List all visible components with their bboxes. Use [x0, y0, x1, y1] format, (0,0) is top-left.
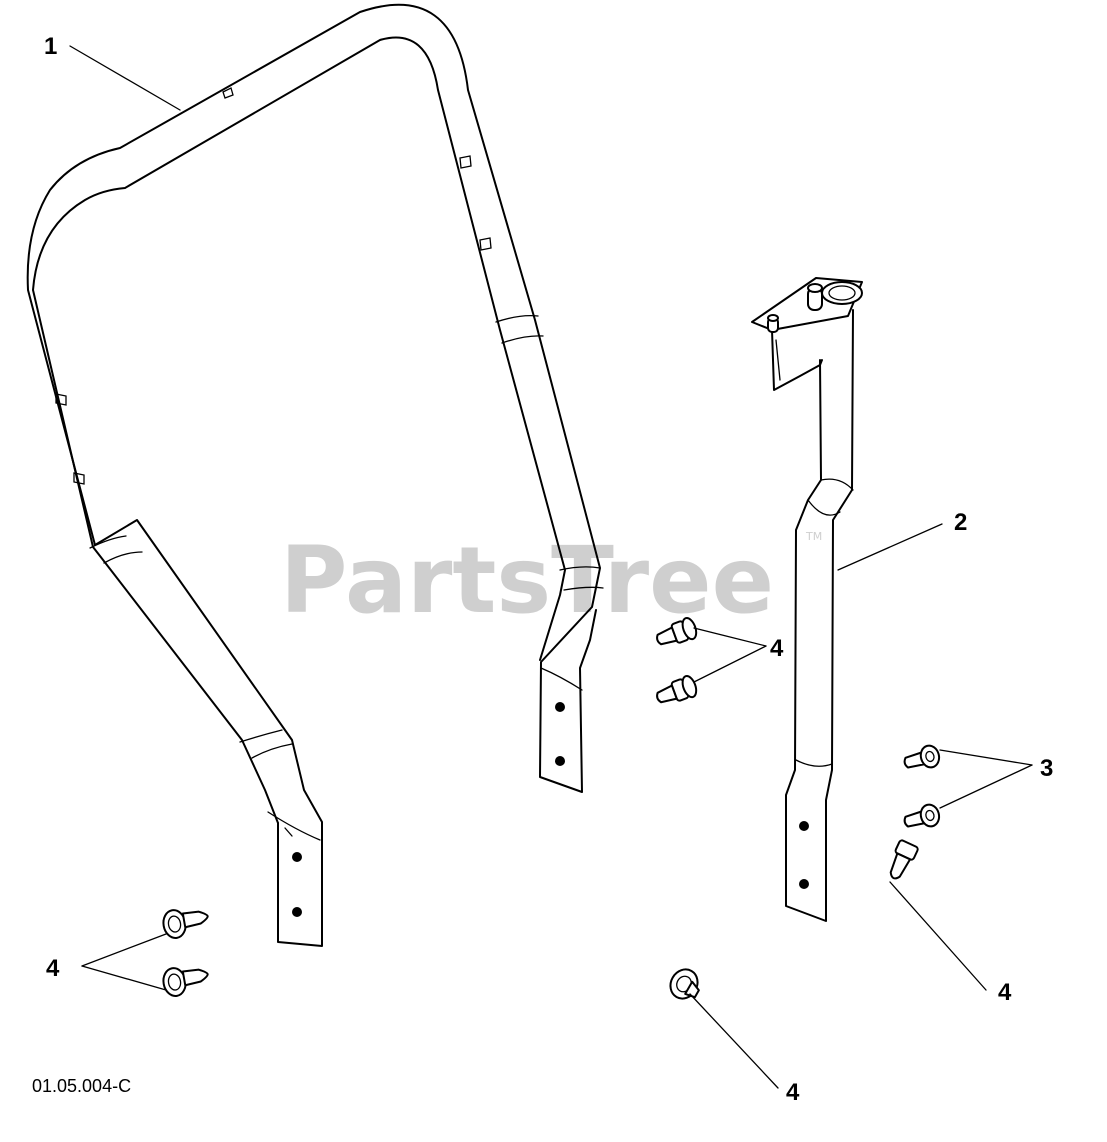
callout-4-middle: 4: [770, 635, 784, 662]
bolt-right-angled[interactable]: [884, 839, 919, 882]
part-handle-bar[interactable]: [26, 3, 604, 947]
callout-4-bottom: 4: [786, 1079, 800, 1106]
callout-1: 1: [44, 33, 57, 60]
bolt-middle-upper[interactable]: [654, 616, 699, 650]
callout-4-left: 4: [46, 955, 60, 982]
screw-upper[interactable]: [902, 744, 942, 774]
watermark-trademark: TM: [805, 530, 822, 543]
screw-lower[interactable]: [902, 803, 942, 833]
diagram-code: 01.05.004-C: [32, 1076, 131, 1096]
bolt-middle-lower[interactable]: [654, 674, 699, 708]
leader-lines: [69, 45, 1033, 1089]
bolt-left-upper[interactable]: [161, 904, 210, 939]
callout-2: 2: [954, 509, 967, 536]
bolt-left-lower[interactable]: [161, 962, 210, 997]
bolt-bottom-center[interactable]: [665, 965, 705, 1005]
part-support-bar[interactable]: [751, 277, 863, 922]
callout-4-right: 4: [998, 979, 1012, 1006]
callout-3: 3: [1040, 755, 1053, 782]
watermark-text: PartsTree: [280, 527, 774, 634]
